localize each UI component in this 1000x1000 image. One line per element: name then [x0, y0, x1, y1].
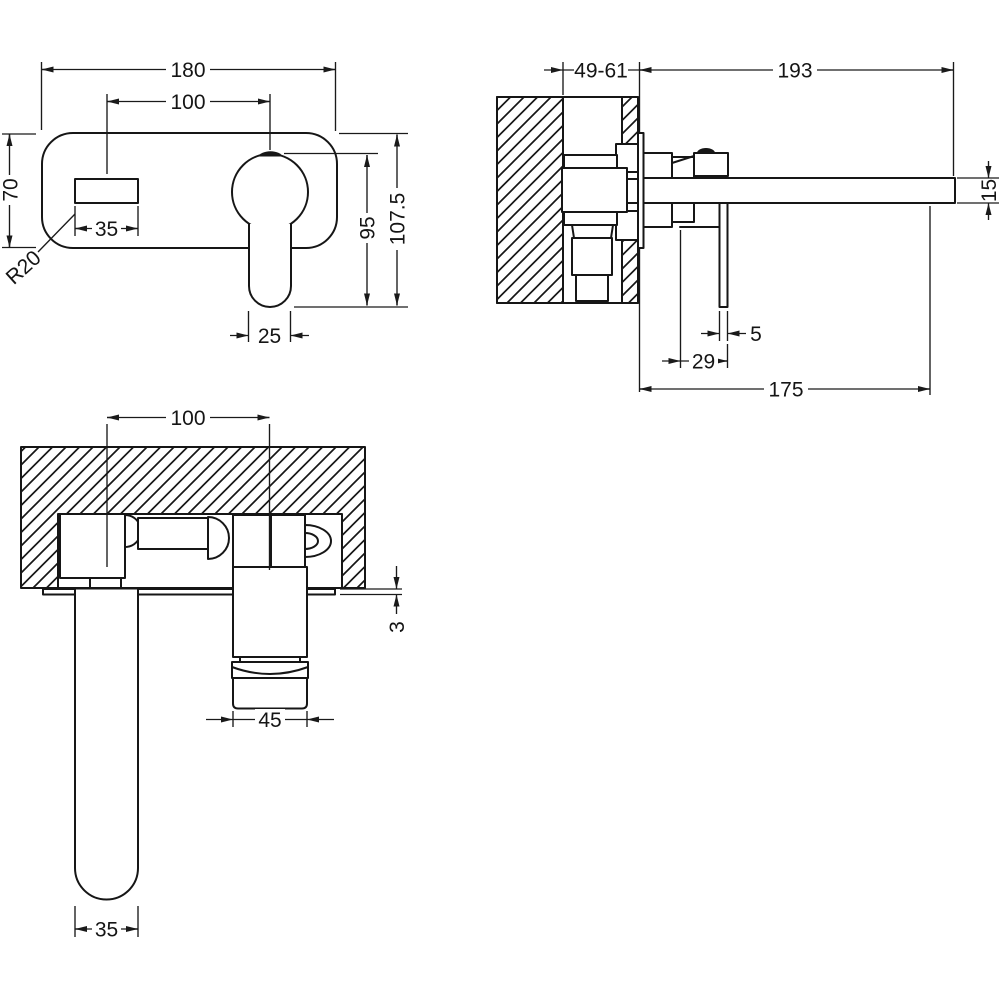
dim-spout-length: 193	[639, 59, 955, 176]
handle-lever-side	[718, 202, 729, 308]
valve-stem-bottom	[626, 202, 639, 212]
dim-hole-centres-bottom: 100	[106, 406, 271, 570]
wall-section-side	[496, 96, 639, 304]
spout-side	[642, 177, 956, 204]
valve-body-side	[561, 143, 639, 302]
bottom-view: 100 3 45 35	[20, 406, 409, 942]
connecting-pipe	[137, 517, 209, 550]
ball-joint-middle	[207, 516, 230, 560]
wall-hatch-left	[496, 96, 564, 304]
svg-text:35: 35	[95, 919, 118, 942]
svg-text:35: 35	[95, 218, 118, 241]
wall-section-bottom	[20, 446, 366, 589]
valve-cartridge	[561, 167, 628, 213]
svg-text:180: 180	[170, 59, 205, 82]
svg-text:100: 100	[170, 407, 205, 430]
svg-text:25: 25	[258, 325, 281, 348]
handle-dome	[697, 148, 715, 153]
handle-band	[231, 661, 309, 679]
side-view: 49-61 193 15 5	[496, 59, 1000, 402]
dim-overall-height: 107.5	[339, 132, 410, 306]
dim-spout-width: 35	[74, 906, 139, 942]
collar-taper-line	[671, 155, 695, 164]
wall-hatch-right	[342, 447, 365, 588]
spout-union-block	[59, 513, 126, 579]
handle-band-curve	[231, 666, 309, 675]
valve-stem-top	[626, 171, 639, 180]
spout-slot	[74, 178, 139, 204]
handle-lever-front	[248, 223, 292, 308]
svg-text:29: 29	[692, 351, 715, 374]
dim-handle-offset: 29	[662, 230, 729, 374]
dim-slot-width: 35	[74, 206, 139, 241]
svg-text:45: 45	[258, 709, 281, 732]
dim-spout-height: 15	[957, 161, 1000, 220]
svg-text:175: 175	[768, 379, 803, 402]
faceplate-bottom	[42, 588, 336, 596]
svg-text:3: 3	[386, 621, 409, 633]
svg-text:100: 100	[170, 91, 205, 114]
dim-overall-width: 180	[40, 58, 337, 131]
wall-hatch-top	[58, 447, 342, 514]
dim-lever-thickness: 5	[701, 311, 762, 346]
spout-bottom	[74, 588, 139, 901]
handle-bottom	[231, 566, 309, 710]
spout-union-foot	[89, 577, 122, 589]
dim-wall-depth: 49-61	[544, 59, 640, 95]
handle-index-mark	[259, 151, 282, 157]
inlet-taper	[571, 224, 614, 239]
dim-hole-centres-front: 100	[106, 90, 271, 174]
handle-base	[232, 566, 308, 658]
inlet-body	[571, 237, 613, 276]
svg-text:95: 95	[357, 216, 380, 239]
handle-cap-front	[231, 153, 309, 231]
wall-hatch-left	[21, 447, 58, 588]
dim-plate-height: 70	[0, 133, 36, 249]
svg-text:15: 15	[978, 179, 1000, 202]
handle-knob	[232, 677, 308, 710]
inlet-pipe	[575, 274, 609, 302]
dim-corner-radius: R20	[2, 213, 76, 289]
svg-text:70: 70	[0, 178, 23, 201]
svg-text:R20: R20	[2, 246, 46, 289]
dim-handle-diameter: 45	[206, 709, 334, 732]
ball-joint-right-inner	[304, 532, 319, 550]
svg-text:5: 5	[750, 323, 762, 346]
wall-hatch-bottom	[621, 239, 639, 304]
dim-lever-width: 25	[230, 311, 309, 348]
dim-plate-thickness: 3	[340, 566, 409, 633]
dim-handle-height: 95	[284, 152, 408, 308]
dim-spout-reach: 175	[639, 206, 931, 402]
handle-head-side	[693, 152, 729, 177]
svg-text:49-61: 49-61	[574, 60, 628, 83]
wall-hatch-top	[621, 96, 639, 145]
svg-text:107.5: 107.5	[387, 193, 410, 246]
front-view: 180 100 70 35	[0, 58, 410, 348]
svg-text:193: 193	[777, 60, 812, 83]
